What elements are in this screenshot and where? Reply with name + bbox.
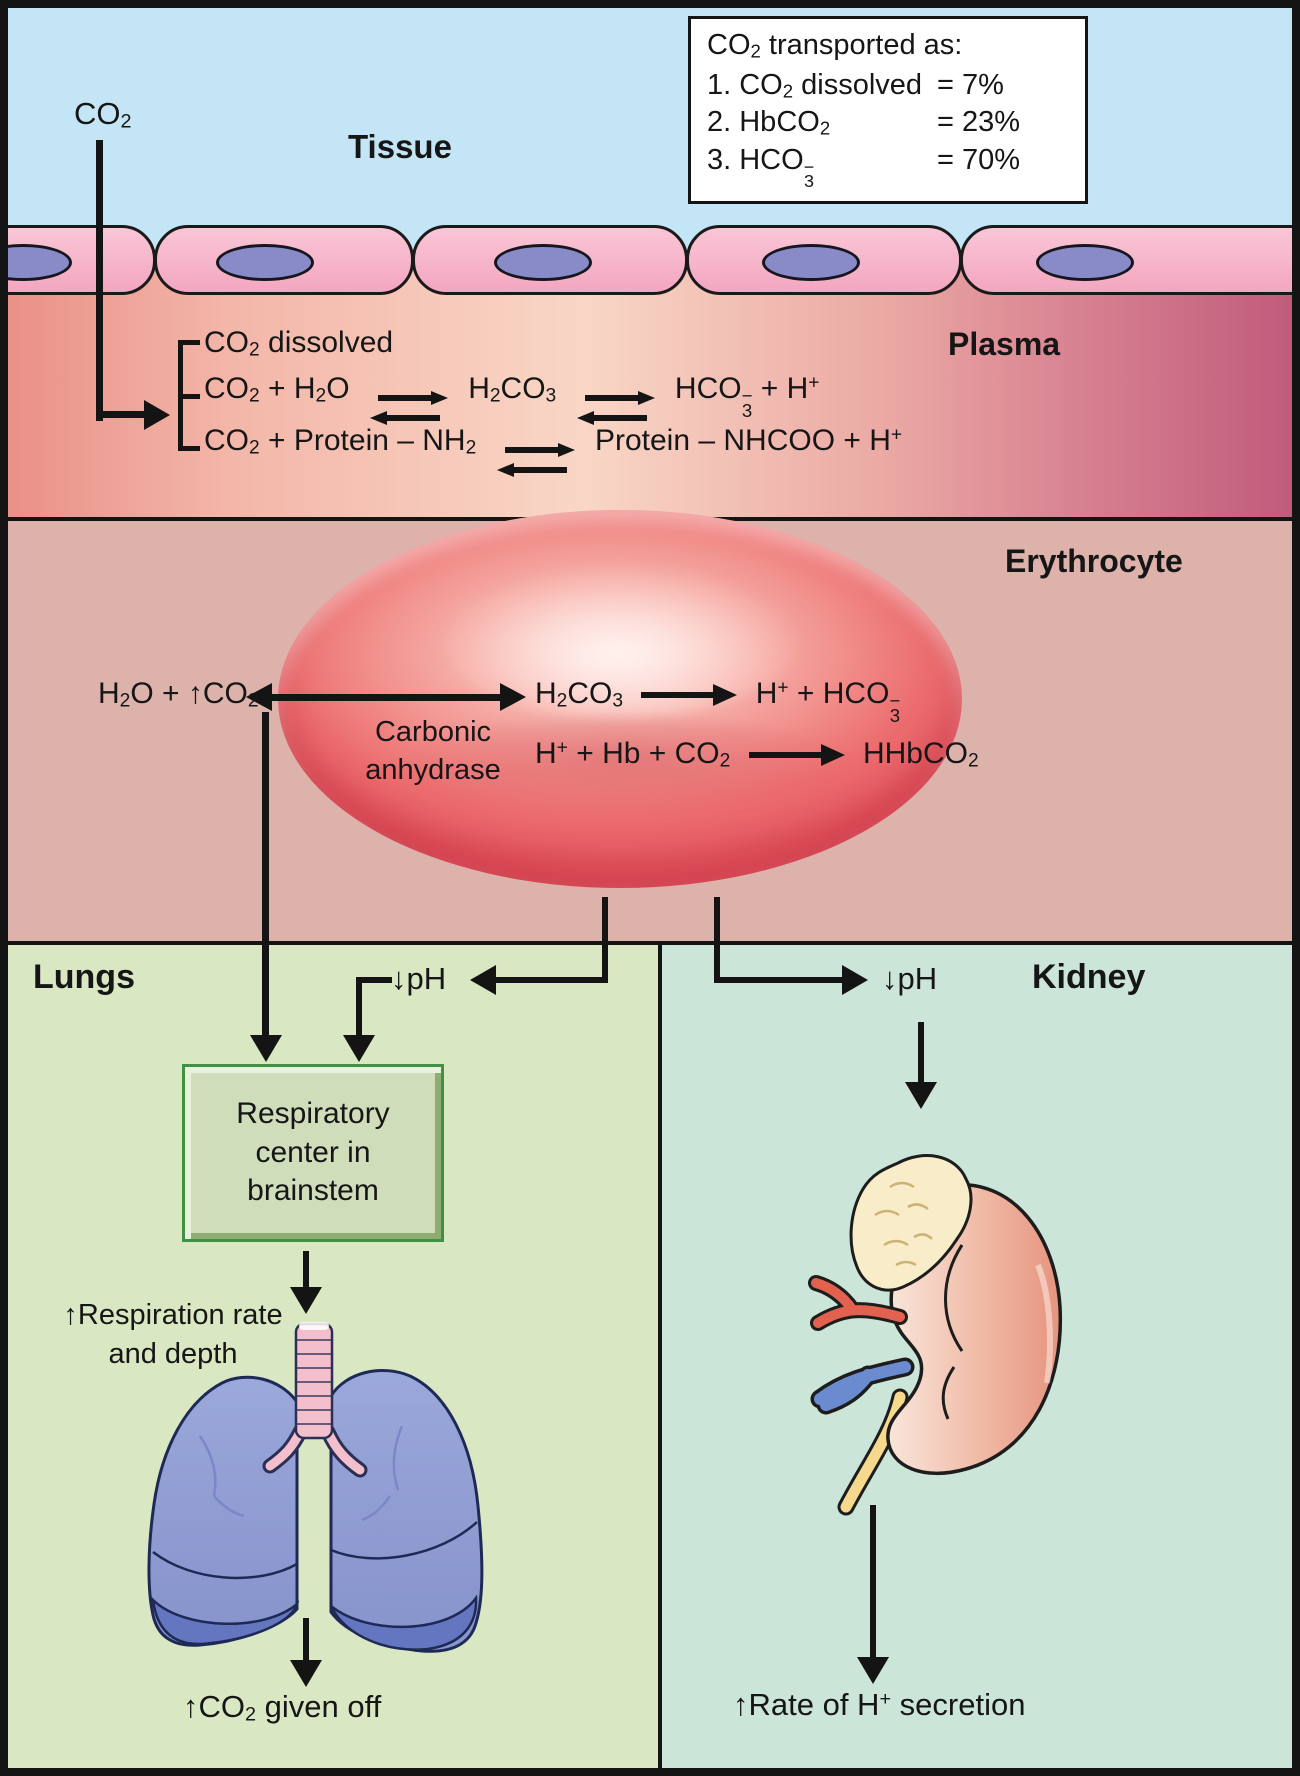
kidney-label: Kidney xyxy=(1032,958,1146,996)
erythrocyte-bottom-divider xyxy=(0,941,1300,945)
arrowhead-icon xyxy=(250,1035,282,1062)
plasma-bracket-tick xyxy=(178,446,200,451)
cell-nucleus xyxy=(762,244,860,281)
legend-item-value: = 70% xyxy=(937,143,1021,176)
respiratory-center-box: Respiratory center in brainstem xyxy=(182,1064,444,1242)
capillary-endothelium-band xyxy=(0,223,1300,296)
legend-row: 1. CO2 dissolved = 7% xyxy=(707,69,1069,103)
respbox-line2: center in xyxy=(255,1135,371,1169)
arrowhead-icon xyxy=(290,1287,322,1314)
red-blood-cell-illustration xyxy=(278,510,962,888)
co2-entry-arrow-line xyxy=(96,140,103,421)
rbc-to-kidney-ph-arrow xyxy=(714,897,720,981)
ph-down-label-kidney: ↓pH xyxy=(882,961,938,996)
legend-row: 2. HbCO2 = 23% xyxy=(707,106,1069,140)
plasma-section xyxy=(0,296,1300,518)
kidney-illustration xyxy=(808,1154,1063,1516)
respiration-rate-label: ↑Respiration rate and depth xyxy=(2,1296,344,1374)
plasma-bracket-tick xyxy=(178,394,200,399)
co2-source-label: CO2 xyxy=(74,96,132,133)
arrowhead-icon xyxy=(905,1082,937,1109)
lungs-illustration xyxy=(147,1322,484,1653)
h-secretion-label: ↑Rate of H+ secretion xyxy=(733,1687,1026,1722)
kidney-secretion-arrow xyxy=(870,1505,876,1657)
right-arrow-icon xyxy=(641,684,738,706)
rbc-eq-right: H2CO3 H+ + HCO−3 xyxy=(535,677,901,727)
plasma-eq-carbamino: CO2 + Protein – NH2 Protein – NHCOO + H+ xyxy=(204,424,902,477)
cell-nucleus xyxy=(216,244,314,281)
legend-item-label: 1. CO2 dissolved xyxy=(707,68,923,102)
respiration-line1: ↑Respiration rate xyxy=(63,1299,283,1331)
respiration-line2: and depth xyxy=(108,1338,238,1371)
lungs-label: Lungs xyxy=(33,958,135,996)
co2-to-respiratory-center-arrow xyxy=(262,712,269,1035)
co2-transport-legend: CO2 transported as: 1. CO2 dissolved = 7… xyxy=(688,16,1088,204)
arrowhead-icon xyxy=(857,1657,889,1684)
plasma-label: Plasma xyxy=(948,326,1061,362)
arrowhead-icon xyxy=(343,1035,375,1062)
rbc-to-kidney-ph-arrow xyxy=(714,977,842,983)
plasma-bracket-tick xyxy=(178,340,200,345)
legend-item-value: = 7% xyxy=(937,68,1004,101)
reversible-arrows-icon xyxy=(496,443,575,477)
rbc-crease xyxy=(387,717,853,817)
lungs-kidney-divider xyxy=(658,945,662,1776)
respbox-line1: Respiratory xyxy=(236,1097,390,1131)
box-to-lungs-arrow xyxy=(303,1251,309,1287)
enzyme-line1: Carbonic xyxy=(374,716,492,748)
legend-item-label: 3. HCO−3 xyxy=(707,143,815,192)
legend-title: CO2 transported as: xyxy=(707,29,963,62)
ph-to-box-arrow xyxy=(356,977,392,983)
carbonic-anhydrase-label: Carbonic anhydrase xyxy=(338,714,528,789)
ph-down-label-lungs: ↓pH xyxy=(391,961,447,996)
reversible-arrows-icon xyxy=(369,391,448,425)
legend-row: 3. HCO−3 = 70% xyxy=(707,143,1069,192)
arrowhead-icon xyxy=(842,965,868,995)
erythrocyte-label: Erythrocyte xyxy=(1005,543,1183,579)
cell-nucleus xyxy=(1036,244,1134,281)
rbc-eq-hemoglobin: H+ + Hb + CO2 HHbCO2 xyxy=(535,737,979,772)
tissue-label: Tissue xyxy=(348,128,452,165)
plasma-eq-bicarbonate: CO2 + H2O H2CO3 HCO−3 + H+ xyxy=(204,372,820,425)
tissue-section xyxy=(0,0,1300,223)
rbc-to-lungs-ph-arrow xyxy=(602,897,608,981)
reversible-reaction-arrow xyxy=(246,683,526,711)
reversible-arrows-icon xyxy=(576,391,655,425)
ph-to-kidney-arrow xyxy=(918,1022,924,1082)
arrowhead-icon xyxy=(470,965,496,995)
cell-nucleus xyxy=(0,244,72,281)
arrowhead-icon xyxy=(290,1660,322,1687)
co2-entry-arrowhead-icon xyxy=(144,400,170,430)
legend-item-label: 2. HbCO2 xyxy=(707,106,831,139)
respbox-line3: brainstem xyxy=(247,1174,379,1208)
legend-item-value: = 23% xyxy=(937,106,1021,139)
rbc-to-lungs-ph-arrow xyxy=(496,977,608,983)
cell-nucleus xyxy=(494,244,592,281)
enzyme-line2: anhydrase xyxy=(365,753,501,786)
ph-to-box-arrow xyxy=(356,977,362,1035)
right-arrow-icon xyxy=(748,744,845,766)
plasma-eq-dissolved: CO2 dissolved xyxy=(204,326,394,361)
co2-entry-arrow-line xyxy=(96,411,144,418)
co2-given-off-label: ↑CO2 given off xyxy=(183,1689,382,1726)
rbc-eq-left: H2O + ↑CO2 xyxy=(98,677,259,712)
lungs-exhale-arrow xyxy=(303,1618,309,1660)
